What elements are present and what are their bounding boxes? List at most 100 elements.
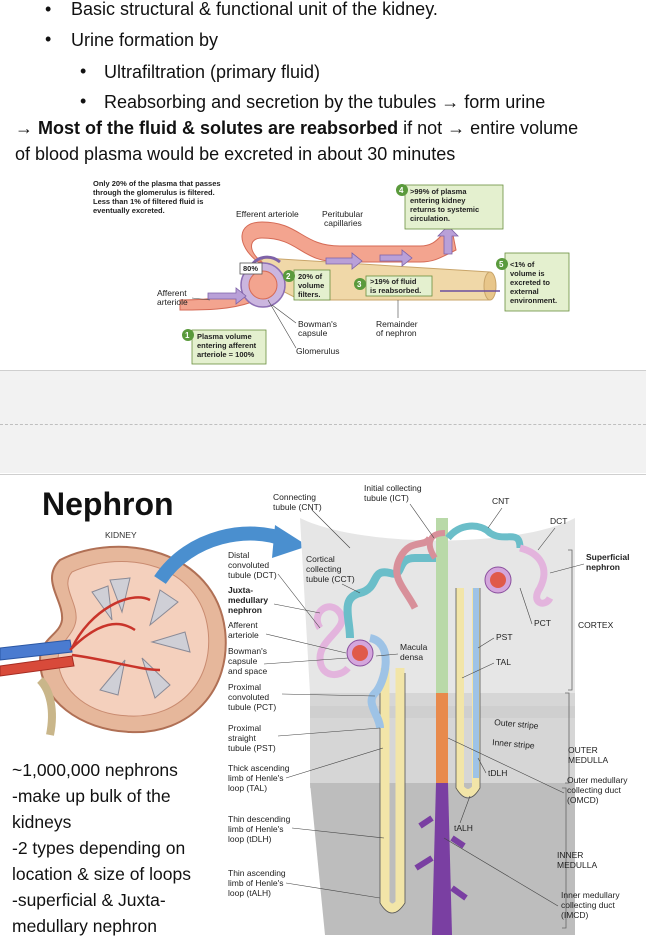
svg-text:loop (tDLH): loop (tDLH) [228, 834, 272, 844]
svg-text:KIDNEY: KIDNEY [105, 530, 137, 540]
svg-text:4: 4 [399, 186, 404, 195]
svg-text:1: 1 [185, 331, 190, 340]
svg-text:DCT: DCT [550, 516, 567, 526]
svg-text:Inner stripe: Inner stripe [492, 737, 536, 751]
svg-text:(IMCD): (IMCD) [561, 910, 589, 920]
step3-box [365, 275, 433, 297]
highlight-bold: Most of the fluid & solutes are reabsorb… [38, 118, 399, 138]
juxta-loop [380, 668, 405, 913]
collecting-duct-outer [436, 693, 448, 783]
juxta-dct [314, 603, 351, 678]
svg-text:nephron: nephron [586, 562, 620, 572]
svg-text:tubule (CNT): tubule (CNT) [273, 502, 322, 512]
svg-text:tubule (PST): tubule (PST) [228, 743, 276, 753]
tube-end [483, 271, 497, 301]
svg-text:Proximal: Proximal [228, 723, 261, 733]
collecting-duct-inner [432, 783, 452, 935]
peritubular-label-2: capillaries [324, 218, 362, 228]
svg-text:MEDULLA: MEDULLA [568, 755, 608, 765]
svg-text:Afferent: Afferent [157, 288, 187, 298]
svg-text:tALH: tALH [454, 823, 473, 833]
cnt [393, 535, 434, 610]
svg-text:arteriole: arteriole [228, 630, 259, 640]
divider [0, 474, 646, 475]
bullet-reabsorbing: Reabsorbing and secretion by the tubules… [104, 92, 546, 112]
svg-text:Bowman's: Bowman's [228, 646, 267, 656]
svg-text:Superficial: Superficial [586, 552, 629, 562]
svg-text:filters.: filters. [298, 290, 321, 299]
fig1-note-3: Less than 1% of filtered fluid is [93, 197, 203, 206]
svg-text:convoluted: convoluted [228, 560, 269, 570]
svg-text:Inner medullary: Inner medullary [561, 890, 620, 900]
fig1-note-4: eventually excreted. [93, 206, 165, 215]
arrow-icon [437, 225, 459, 255]
step-number [396, 184, 408, 196]
fig1-note-1: Only 20% of the plasma that passes [93, 179, 221, 188]
svg-text:arteriole = 100%: arteriole = 100% [197, 350, 255, 359]
svg-text:TAL: TAL [496, 657, 511, 667]
fig1-note-2: through the glomerulus is filtered. [93, 188, 215, 197]
svg-text:Thin descending: Thin descending [228, 814, 291, 824]
svg-text:PCT: PCT [534, 618, 551, 628]
svg-text:external: external [510, 287, 539, 296]
svg-text:loop (tALH): loop (tALH) [228, 888, 271, 898]
cct [343, 554, 436, 639]
svg-text:2: 2 [286, 272, 291, 281]
svg-text:CNT: CNT [492, 496, 509, 506]
pct80-label: 80% [243, 264, 258, 273]
svg-text:Macula: Macula [400, 642, 428, 652]
superficial-cnt [445, 522, 524, 549]
svg-text:collecting: collecting [306, 564, 342, 574]
juxta-pct [367, 634, 390, 729]
svg-text:collecting duct: collecting duct [561, 900, 616, 910]
step4-box [404, 184, 504, 230]
desc-line: kidneys [12, 812, 72, 832]
efferent-arteriole-label: Efferent arteriole [236, 209, 299, 219]
svg-text:OUTER: OUTER [568, 745, 598, 755]
svg-text:Outer medullary: Outer medullary [567, 775, 628, 785]
svg-text:returns to systemic: returns to systemic [410, 205, 479, 214]
step5-box [504, 252, 570, 312]
svg-text:>19% of fluid: >19% of fluid [370, 277, 417, 286]
svg-text:entering kidney: entering kidney [410, 196, 466, 205]
svg-text:tubule (CCT): tubule (CCT) [306, 574, 355, 584]
svg-text:tubule (ICT): tubule (ICT) [364, 493, 409, 503]
svg-text:capsule: capsule [298, 328, 328, 338]
svg-text:volume: volume [298, 281, 324, 290]
highlight-line-1: → Most of the fluid & solutes are reabso… [15, 115, 578, 141]
svg-text:Cortical: Cortical [306, 554, 335, 564]
arrow-icon [379, 249, 413, 267]
svg-text:Initial collecting: Initial collecting [364, 483, 422, 493]
svg-text:straight: straight [228, 733, 257, 743]
kidney-illustration: KIDNEY [0, 530, 227, 736]
svg-text:convoluted: convoluted [228, 692, 269, 702]
highlight-arrow: → [15, 118, 33, 138]
bullet-dot: • [80, 61, 87, 81]
superficial-loop [456, 588, 480, 797]
pct80-box [239, 262, 263, 275]
svg-text:>99% of plasma: >99% of plasma [410, 187, 467, 196]
svg-text:Thick ascending: Thick ascending [228, 763, 290, 773]
svg-text:Distal: Distal [228, 550, 249, 560]
filtration-diagram: Only 20% of the plasma that passes throu… [93, 179, 570, 365]
svg-text:PST: PST [496, 632, 513, 642]
svg-text:medullary: medullary [228, 595, 268, 605]
gap-band [0, 371, 646, 473]
nephron-title: Nephron [42, 486, 174, 522]
glomerulus [248, 270, 278, 300]
svg-text:CORTEX: CORTEX [578, 620, 614, 630]
svg-text:Proximal: Proximal [228, 682, 261, 692]
svg-text:limb of Henle's: limb of Henle's [228, 773, 283, 783]
bullet-dot: • [80, 91, 87, 111]
svg-text:Bowman's: Bowman's [298, 319, 337, 329]
renal-artery [0, 655, 75, 677]
svg-text:tubule (PCT): tubule (PCT) [228, 702, 276, 712]
svg-text:Afferent: Afferent [228, 620, 258, 630]
svg-text:Outer stripe: Outer stripe [494, 717, 539, 731]
desc-line: -superficial & Juxta- [12, 890, 166, 910]
peritubular-label-1: Peritubular [322, 209, 363, 219]
renal-vein [0, 639, 73, 661]
arrow-icon [207, 287, 247, 305]
step1-box [191, 329, 267, 365]
svg-text:limb of Henle's: limb of Henle's [228, 878, 283, 888]
